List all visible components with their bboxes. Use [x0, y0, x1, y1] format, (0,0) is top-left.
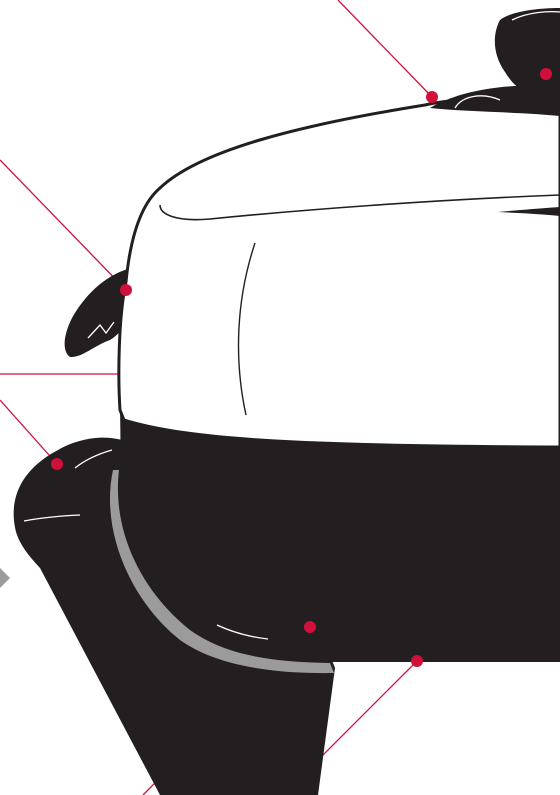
- callout-line-side-handle: [0, 160, 126, 290]
- callout-dot-base-rim: [411, 655, 423, 667]
- callout-dot-base-pan: [304, 621, 316, 633]
- callout-line-lid-vent: [338, 0, 432, 97]
- callout-line-skillet-handle: [0, 400, 57, 464]
- lid-shape: [119, 98, 560, 447]
- callout-dot-lid-knob: [540, 68, 552, 80]
- callout-dot-skillet-handle: [51, 458, 63, 470]
- edge-fragment: [0, 568, 10, 588]
- callout-dot-lid-vent: [426, 91, 438, 103]
- lid-knob: [430, 8, 560, 116]
- lid: [119, 98, 560, 447]
- callout-dot-side-handle: [120, 284, 132, 296]
